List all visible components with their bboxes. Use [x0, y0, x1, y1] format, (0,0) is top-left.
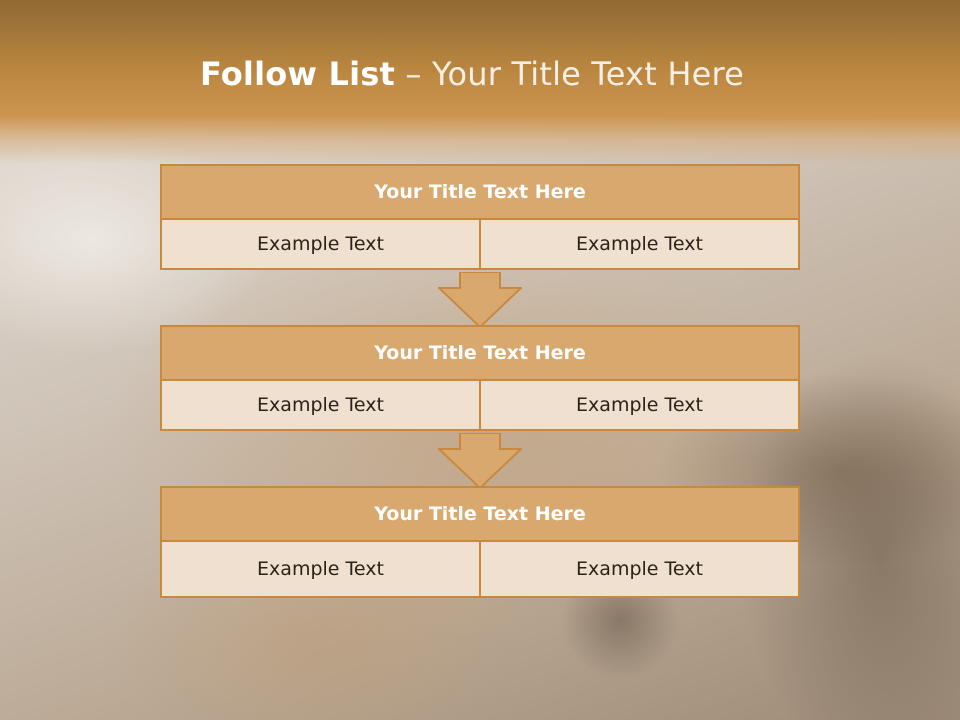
block-3-left-text: Example Text [160, 542, 481, 598]
block-3-right-text: Example Text [481, 542, 800, 598]
block-3-row: Example Text Example Text [160, 542, 800, 598]
slide-title: Follow List – Your Title Text Here [0, 55, 944, 93]
down-arrow-icon-2 [438, 433, 522, 489]
block-2-right-text: Example Text [481, 381, 800, 431]
block-1-heading: Your Title Text Here [160, 164, 800, 220]
block-2-row: Example Text Example Text [160, 381, 800, 431]
block-1-row: Example Text Example Text [160, 220, 800, 270]
block-1-left-text: Example Text [160, 220, 481, 270]
down-arrow-icon-1 [438, 272, 522, 328]
block-2-left-text: Example Text [160, 381, 481, 431]
list-block-3: Your Title Text Here Example Text Exampl… [160, 486, 800, 598]
block-1-right-text: Example Text [481, 220, 800, 270]
list-block-1: Your Title Text Here Example Text Exampl… [160, 164, 800, 270]
list-block-2: Your Title Text Here Example Text Exampl… [160, 325, 800, 431]
block-3-heading: Your Title Text Here [160, 486, 800, 542]
title-bold: Follow List [199, 55, 396, 93]
title-rest: – Your Title Text Here [405, 55, 745, 93]
block-2-heading: Your Title Text Here [160, 325, 800, 381]
header-band [0, 0, 960, 165]
